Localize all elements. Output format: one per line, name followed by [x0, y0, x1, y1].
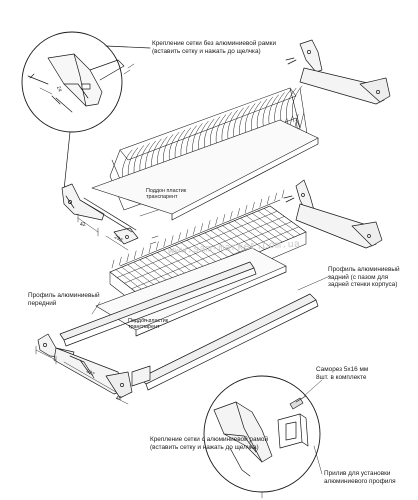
label-profile-rear: Профиль алюминиевый задний (с пазом для …	[328, 266, 400, 289]
dimension-42-lower: 42	[116, 396, 122, 402]
dimension-42-upper: 42	[80, 222, 86, 228]
label-top-clip: Крепление сетки без алюминиевой рамки (в…	[152, 40, 277, 55]
leader-lines	[91, 209, 331, 499]
screw-icon	[289, 395, 307, 410]
middle-bracket-right	[283, 179, 383, 249]
upper-bracket-right	[285, 39, 391, 105]
label-boss: Прилив для установки алюминиевого профил…	[324, 470, 396, 485]
label-tray-upper: Поддон пластик транспарент	[146, 188, 187, 201]
label-profile-front: Профиль алюминиевый передний	[28, 292, 100, 307]
profile-front	[59, 261, 257, 347]
detail-circle-bottom	[203, 375, 321, 493]
label-tray-lower: Поддон пластик транспарент	[128, 318, 169, 331]
screw-small-icons	[123, 63, 159, 245]
label-screw: Саморез 5х16 мм 8шт. в комплекте	[316, 366, 369, 381]
dimension-lines	[35, 87, 129, 405]
detail-circle-top	[21, 31, 125, 133]
bottom-profile-bar	[131, 365, 151, 387]
leader-top-circle	[63, 45, 151, 191]
label-bottom-clip: Крепление сетки с алюминиевой рамой (вст…	[150, 436, 269, 451]
upper-rail	[79, 197, 137, 233]
tray-upper	[91, 119, 319, 221]
bottom-bracket-left	[37, 333, 133, 399]
